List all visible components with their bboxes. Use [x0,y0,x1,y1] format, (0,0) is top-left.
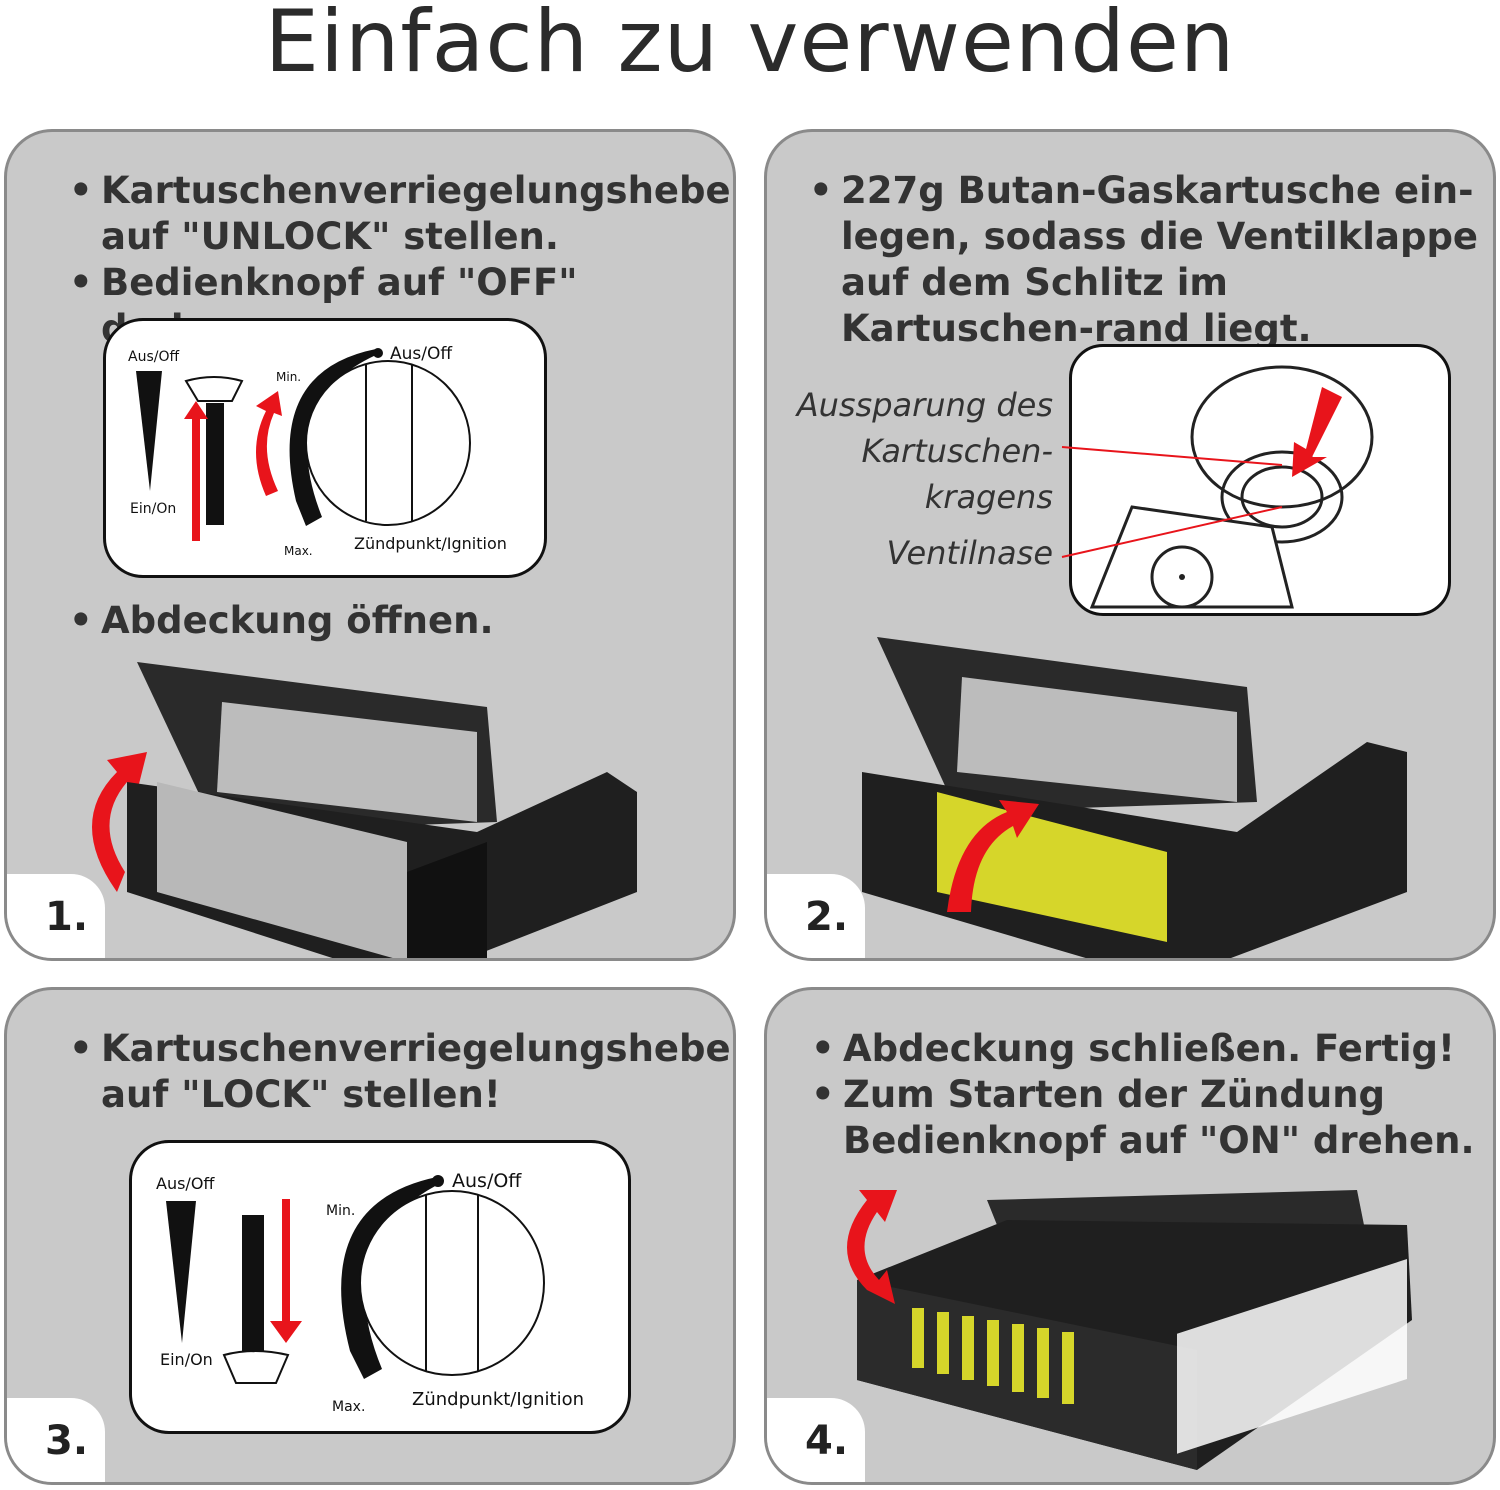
instruction: Kartuschenverriegelungshebel auf "LOCK" … [69,1026,733,1118]
lever-handle-icon [184,376,244,402]
instruction: Kartuschenverriegelungshebel auf "UNLOCK… [69,168,733,260]
lever-icon [206,403,224,525]
max-label: Max. [284,544,313,558]
ignition-label: Zündpunkt/Ignition [354,534,507,553]
stove-closed-illustration [847,1190,1412,1470]
step-3-instructions: Kartuschenverriegelungshebel auf "LOCK" … [69,1026,733,1118]
down-arrow-icon [270,1199,302,1343]
wedge-icon [136,371,162,491]
cartridge-bay [157,782,407,958]
insert-arrow-icon [947,800,1039,912]
instruction: Abdeckung schließen. Fertig! [811,1026,1491,1072]
step-4-instructions: Abdeckung schließen. Fertig! Zum Starten… [811,1026,1491,1164]
lever-off-label: Aus/Off [156,1174,215,1193]
step-number: 1. [7,874,105,958]
lever-dial-illustration: Aus/Off Ein/On Aus/Off Min. Max. Zündpun… [128,344,507,558]
dial-scale-icon [289,349,376,526]
stove-open-illustration [92,662,637,958]
recess-label-line: Kartuschen- [861,432,1054,470]
off-label: Aus/Off [390,344,453,364]
recess-label-line: Aussparung des [796,386,1053,424]
stove-cartridge-illustration [862,637,1407,958]
step-2-instructions: 227g Butan-Gaskartusche ein-legen, sodas… [809,168,1489,352]
off-label: Aus/Off [452,1170,522,1192]
turn-arrow-icon [847,1190,897,1304]
down-arrow-icon [1292,387,1342,477]
instruction: 227g Butan-Gaskartusche ein-legen, sodas… [809,168,1489,352]
lever-icon [242,1215,264,1363]
recess-label-line: kragens [924,478,1053,516]
max-label: Max. [332,1399,365,1415]
dial-diagram: Aus/Off Ein/On Aus/Off Min. Max. Zündpun… [103,318,547,578]
step-2-panel: 227g Butan-Gaskartusche ein-legen, sodas… [764,129,1496,961]
instruction: Zum Starten der Zündung Bedienknopf auf … [811,1072,1491,1164]
lever-dial-illustration: Aus/Off Ein/On Aus/Off Min. Max. Zündpun… [156,1170,584,1415]
heat-shield [217,702,477,822]
step-3-panel: Kartuschenverriegelungshebel auf "LOCK" … [4,987,736,1485]
valve-diagram [1061,344,1451,616]
lever-on-label: Ein/On [160,1350,213,1369]
instruction: Abdeckung öffnen. [69,598,729,644]
step-number: 4. [767,1398,865,1482]
cartridge-window [912,1308,1074,1404]
step-4-panel: Abdeckung schließen. Fertig! Zum Starten… [764,987,1496,1485]
min-label: Min. [326,1203,355,1219]
step-1-instructions-2: Abdeckung öffnen. [69,598,729,644]
ignition-label: Zündpunkt/Ignition [412,1389,584,1410]
valve-label: Ventilnase [886,534,1053,572]
wedge-icon [166,1201,196,1343]
knob-icon [305,360,471,526]
dial-scale-icon [341,1177,437,1379]
page-title: Einfach zu verwenden [264,0,1236,92]
dial-diagram: Aus/Off Ein/On Aus/Off Min. Max. Zündpun… [129,1140,631,1434]
up-arrow-icon [184,401,208,541]
step-1-panel: Kartuschenverriegelungshebel auf "UNLOCK… [4,129,736,961]
valve-illustration [1061,365,1374,609]
knob-icon [359,1190,545,1376]
rotate-arrow-icon [256,391,282,496]
recess-label: Aussparung des Kartuschen- kragens [787,382,1053,520]
min-label: Min. [276,370,301,384]
lever-on-label: Ein/On [130,501,176,517]
lever-handle-icon [222,1350,290,1384]
step-number: 2. [767,874,865,958]
lever-off-label: Aus/Off [128,349,179,365]
step-number: 3. [7,1398,105,1482]
